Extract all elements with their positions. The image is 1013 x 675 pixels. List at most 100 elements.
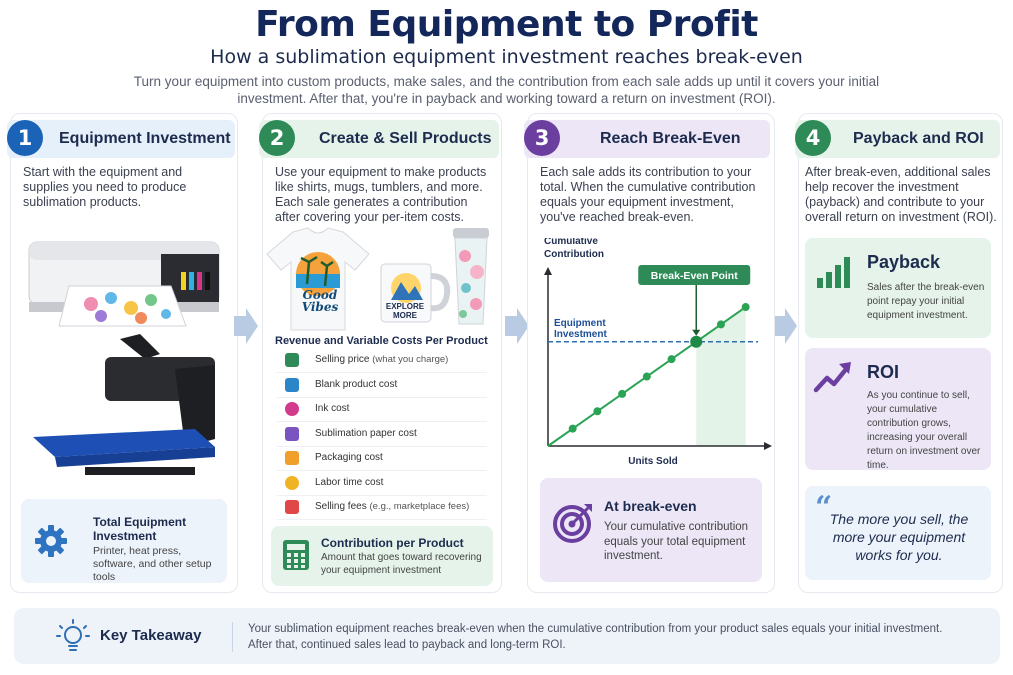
cost-row-label-text: Blank product cost [315,378,398,390]
key-takeaway-banner: Key Takeaway Your sublimation equipment … [14,608,1000,664]
mug-product-illustration [380,263,451,323]
printer-illustration [28,241,220,327]
data-point [716,320,725,329]
cost-row-label-text: Packaging cost [315,452,383,463]
tshirt-icon [285,377,299,392]
cost-row-label: Packaging cost [315,452,383,463]
cost-row-note: (e.g., marketplace fees) [369,501,470,512]
cost-row: Ink cost [277,400,487,422]
trend-up-icon [813,362,851,393]
cost-row: Sublimation paper cost [277,425,487,447]
cost-table-title: Revenue and Variable Costs Per Product [275,335,488,347]
payback-title: Payback [867,252,941,272]
break-even-label-box [638,265,751,285]
roi-title: ROI [867,362,900,382]
flow-arrow-2 [505,308,529,344]
mug-text: EXPLORE MORE [385,302,425,320]
break-even-pointer-head [692,329,701,336]
price-tag-icon [285,353,299,367]
step-3-panel: 3 Reach Break-Even Each sale adds its co… [524,113,775,593]
equipment-total-title: Total Equipment Investment [93,515,187,543]
ink-drop-icon [285,402,299,416]
data-point [593,407,602,416]
break-even-label: Break-Even Point [651,270,738,282]
cost-row: Blank product cost [277,376,487,398]
step-1-description: Start with the equipment and supplies yo… [23,165,187,209]
equipment-total-text: Printer, heat press, software, and other… [93,545,212,583]
heat-press-illustration [33,334,215,475]
data-point [642,372,651,381]
cost-row: Packaging cost [277,449,487,471]
quote-mark-icon: “ [815,490,833,525]
break-even-point [690,335,703,348]
quote-card: “ The more you sell, the more your equip… [805,486,991,580]
data-point [618,389,627,398]
roi-text: As you continue to sell, your cumulative… [867,390,981,471]
tumbler-product-illustration [453,228,489,325]
person-icon [285,475,299,490]
step-1-panel: 1 Equipment Investment Start with the eq… [7,113,238,593]
bar-chart-icon [817,257,850,288]
cost-row-label-text: Selling price [315,354,370,365]
data-point [568,424,577,433]
break-even-card-title: At break-even [604,498,697,514]
credit-card-icon [285,500,299,514]
cost-row-label-text: Selling fees [315,501,367,512]
step-3-description: Each sale adds its contribution to your … [540,165,756,224]
step-2-panel: 2 Create & Sell Products Use your equipm… [259,113,503,593]
cost-row-label: Ink cost [315,403,349,414]
key-takeaway-text: Your sublimation equipment reaches break… [248,623,943,651]
tshirt-text: Good Vibes [301,288,339,314]
cost-row-label: Blank product cost [315,379,397,390]
step-2-number: 2 [259,120,295,156]
x-axis-arrow [764,442,772,450]
roi-card: ROI As you continue to sell, your cumula… [805,348,991,471]
cost-row: Labor time cost [277,474,487,496]
key-takeaway-title: Key Takeaway [100,627,202,644]
step-2-description: Use your equipment to make products like… [275,165,487,224]
y-axis-arrow [544,267,552,275]
contribution-text: Amount that goes toward recovering your … [321,552,482,576]
cost-row-label: Labor time cost [315,477,383,488]
flow-arrow-1 [234,308,258,344]
cost-row-label: Selling fees (e.g., marketplace fees) [315,501,469,512]
gear-icon [35,525,67,557]
flow-arrow-3 [773,308,797,344]
quote-text: The more you sell, the more your equipme… [829,511,969,563]
step-4-description: After break-even, additional sales help … [805,165,997,224]
box-icon [285,451,299,465]
step-3-number: 3 [524,120,560,156]
step-2-label: Create & Sell Products [319,130,492,147]
tshirt-product-illustration [266,227,370,331]
step-4-label: Payback and ROI [853,130,984,147]
page-subtitle: How a sublimation equipment investment r… [210,46,803,68]
payback-text: Sales after the break-even point repay y… [867,282,985,321]
cost-row-label-text: Ink cost [315,403,350,414]
step-3-label: Reach Break-Even [600,130,741,147]
equipment-total-card: Total Equipment Investment Printer, heat… [21,499,227,583]
step-1-label: Equipment Investment [59,130,231,147]
intro-text: Turn your equipment into custom products… [133,74,880,106]
key-takeaway-divider [232,622,233,652]
cost-row-label: Selling price (what you charge) [315,354,448,365]
contribution-title: Contribution per Product [321,536,464,550]
payback-card: Payback Sales after the break-even point… [805,238,991,338]
data-point [741,303,750,312]
step-4-number: 4 [795,120,831,156]
cost-table: Revenue and Variable Costs Per Product S… [263,335,503,523]
lightbulb-icon [56,619,90,651]
cost-row-label: Sublimation paper cost [315,428,417,439]
paper-icon [285,426,299,441]
cost-row: Selling price (what you charge) [277,351,487,373]
break-even-card: At break-even Your cumulative contributi… [540,478,762,582]
break-even-card-text: Your cumulative contribution equals your… [604,521,749,562]
cost-row-label-text: Labor time cost [315,476,384,488]
step-1-header: 1 Equipment Investment [7,120,235,158]
calculator-icon [283,540,309,570]
cost-row: Selling fees (e.g., marketplace fees) [277,498,487,520]
x-axis-label: Units Sold [628,456,677,467]
step-1-number: 1 [7,120,43,156]
